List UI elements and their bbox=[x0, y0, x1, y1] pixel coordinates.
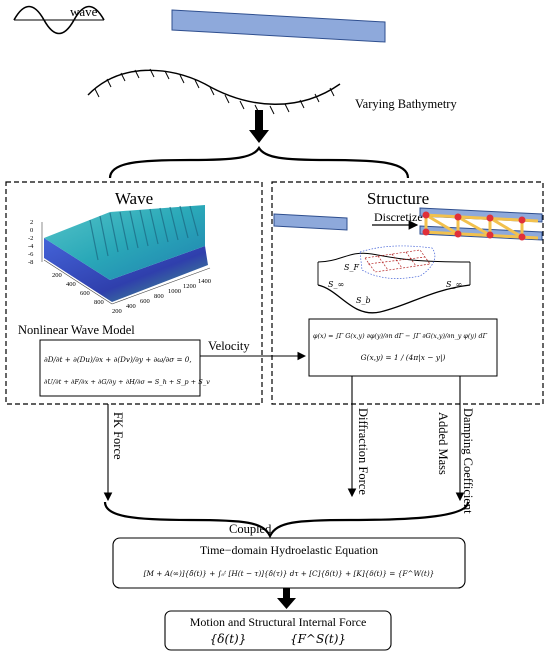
bem-label-sinf-left: S_∞ bbox=[328, 280, 344, 289]
structure-plate-icon bbox=[273, 213, 348, 231]
wave-panel bbox=[5, 181, 263, 405]
output-box bbox=[164, 610, 392, 651]
structure-equation-line-1: φ(x) = ∫Γ G(x,y) ∂φ(y)/∂n dΓ − ∫Γ ∂G(x,y… bbox=[313, 332, 488, 340]
structure-panel-title: Structure bbox=[367, 189, 429, 208]
y-tick: 800 bbox=[94, 299, 104, 306]
output-structural-force: {F^S(t)} bbox=[290, 632, 346, 646]
fk-force-label: FK Force bbox=[111, 412, 125, 460]
x-tick: 400 bbox=[126, 303, 136, 310]
bem-domain-sketch bbox=[317, 245, 471, 314]
bem-label-sf: S_F bbox=[344, 263, 359, 272]
y-tick: 600 bbox=[80, 290, 90, 297]
surface-x-ticks: 200 400 600 800 1000 1200 1400 bbox=[112, 278, 211, 315]
bem-label-sinf-right: S_∞ bbox=[446, 280, 462, 289]
z-tick: 2 bbox=[30, 219, 33, 226]
hydroelastic-equation-title: Time−domain Hydroelastic Equation bbox=[200, 543, 378, 557]
output-arrow-icon bbox=[277, 588, 296, 609]
output-title: Motion and Structural Internal Force bbox=[190, 615, 367, 629]
structure-panel bbox=[271, 181, 544, 405]
structure-equation-line-2: G(x,y) = 1 / (4π|x − y|) bbox=[361, 353, 446, 362]
x-tick: 1400 bbox=[198, 278, 211, 285]
y-tick: 400 bbox=[66, 281, 76, 288]
discretize-label: Discretize bbox=[374, 210, 423, 224]
velocity-label: Velocity bbox=[208, 339, 250, 353]
output-delta: {δ(t)} bbox=[210, 632, 247, 646]
coupling-brace bbox=[103, 501, 470, 539]
surface-y-ticks: 200 400 600 800 bbox=[52, 272, 104, 306]
z-tick: -6 bbox=[28, 251, 34, 258]
x-tick: 1000 bbox=[168, 288, 181, 295]
surface-z-ticks: 2 0 -2 -4 -6 -8 bbox=[28, 219, 34, 266]
wave-label: wave bbox=[70, 4, 98, 19]
nonlinear-wave-model-label: Nonlinear Wave Model bbox=[18, 323, 135, 337]
varying-bathymetry-label: Varying Bathymetry bbox=[355, 97, 457, 111]
bem-label-sb: S_b bbox=[356, 296, 371, 305]
down-arrow-icon bbox=[249, 110, 269, 143]
structure-equation-box bbox=[308, 318, 498, 377]
x-tick: 1200 bbox=[183, 283, 196, 290]
bathymetry-seabed-icon bbox=[87, 68, 341, 115]
x-tick: 600 bbox=[140, 298, 150, 305]
added-mass-label: Added Mass bbox=[436, 412, 450, 475]
hydroelastic-equation: [M + A(∞)]{δ̈(t)} + ∫₀ᵗ [H(t − τ)]{δ̇(τ)… bbox=[144, 569, 435, 578]
x-tick: 200 bbox=[112, 308, 122, 315]
z-tick: -8 bbox=[28, 259, 33, 266]
y-tick: 200 bbox=[52, 272, 62, 279]
z-tick: -2 bbox=[28, 235, 33, 242]
x-tick: 800 bbox=[154, 293, 164, 300]
wave-equation-line-1: ∂D/∂t + ∂(Du)/∂x + ∂(Dv)/∂y + ∂ω/∂σ = 0, bbox=[44, 355, 192, 364]
wave-surface-plot bbox=[41, 205, 211, 305]
diffraction-force-label: Diffraction Force bbox=[356, 408, 370, 495]
wave-equation-line-2: ∂U/∂t + ∂F/∂x + ∂G/∂y + ∂H/∂σ = S_h + S_… bbox=[44, 378, 210, 386]
z-tick: 0 bbox=[30, 227, 33, 234]
wave-equation-box bbox=[39, 339, 201, 397]
coupled-label: Coupled bbox=[229, 522, 272, 536]
discretized-beam-model-icon bbox=[419, 207, 543, 241]
incident-wave-icon bbox=[13, 5, 105, 35]
floating-plate-icon bbox=[171, 9, 386, 43]
z-tick: -4 bbox=[28, 243, 34, 250]
damping-coefficient-label: Damping Coefficient bbox=[461, 408, 475, 514]
split-brace bbox=[108, 145, 410, 179]
wave-panel-title: Wave bbox=[115, 189, 153, 208]
